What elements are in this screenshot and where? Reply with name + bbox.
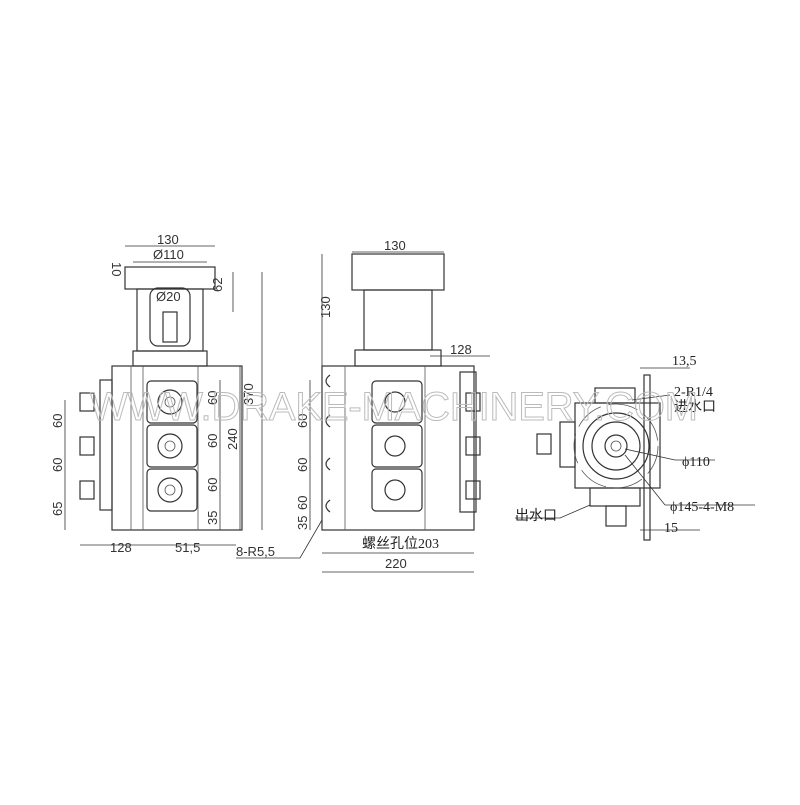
dim-offset-bottom: 15 xyxy=(664,521,678,536)
top-flange xyxy=(351,253,445,291)
port-note: 2-R1/4 xyxy=(674,385,713,400)
neck xyxy=(132,350,208,367)
dim-left-pitch-2: 60 xyxy=(50,458,65,472)
dim-pitch-3: 60 xyxy=(295,496,310,510)
mounting-slots xyxy=(325,374,331,513)
column xyxy=(363,289,433,351)
dim-left-pitch-1: 60 xyxy=(50,414,65,428)
dim-pitch-2: 60 xyxy=(295,458,310,472)
dim-offset-top: 13,5 xyxy=(672,354,697,369)
dim-pitch-1: 60 xyxy=(205,391,220,405)
dim-shaft-dia: Ø20 xyxy=(156,289,181,304)
port-plates xyxy=(371,380,423,512)
front-view: 130 Ø110 10 Ø20 62 370 240 60 60 60 35 6… xyxy=(50,232,263,555)
dim-pitch-2: 60 xyxy=(205,434,220,448)
dim-offset: 51,5 xyxy=(175,540,200,555)
dim-base-width: 128 xyxy=(110,540,132,555)
dim-right-width: 128 xyxy=(450,342,472,357)
radius-note: 8-R5,5 xyxy=(236,544,275,559)
dim-flange-thk: 10 xyxy=(109,262,124,276)
side-view: 130 130 128 60 60 60 35 8-R5,5 螺丝孔位203 2… xyxy=(236,238,490,573)
right-fittings xyxy=(459,371,481,513)
dim-flange-dia: Ø110 xyxy=(153,247,184,262)
inlet-label: 进水口 xyxy=(674,399,716,415)
hole-pitch-label: 螺丝孔位203 xyxy=(362,536,439,552)
dim-bolt-circle: ϕ145-4-M8 xyxy=(670,500,734,515)
outlet-label: 出水口 xyxy=(515,508,557,524)
port-plates xyxy=(146,380,198,512)
dim-bore-dia: ϕ110 xyxy=(682,455,710,470)
side-fittings xyxy=(79,379,113,511)
dim-body-height: 240 xyxy=(225,428,240,450)
dim-bottom: 35 xyxy=(205,511,220,525)
dim-top-width: 130 xyxy=(384,238,406,253)
dim-pitch-3: 60 xyxy=(205,478,220,492)
dim-bottom: 35 xyxy=(295,516,310,530)
shaft xyxy=(162,311,178,343)
dim-shaft-len: 62 xyxy=(210,278,225,292)
top-flange xyxy=(124,266,216,290)
shaft-housing xyxy=(149,287,191,347)
watermark: WWW.DRAKE-MACHINERY.COM xyxy=(90,385,700,429)
neck xyxy=(354,349,442,367)
dim-column-height: 130 xyxy=(318,296,333,318)
dim-pitch-1: 60 xyxy=(295,414,310,428)
main-body xyxy=(321,365,475,531)
dim-total-height: 370 xyxy=(241,383,256,405)
dim-base-width: 220 xyxy=(385,556,407,571)
dim-left-bottom: 65 xyxy=(50,502,65,516)
flange-circle xyxy=(582,412,650,480)
end-view: 13,5 2-R1/4 进水口 ϕ110 ϕ145-4-M8 出水口 15 xyxy=(515,354,755,541)
dim-top-width: 130 xyxy=(157,232,179,247)
